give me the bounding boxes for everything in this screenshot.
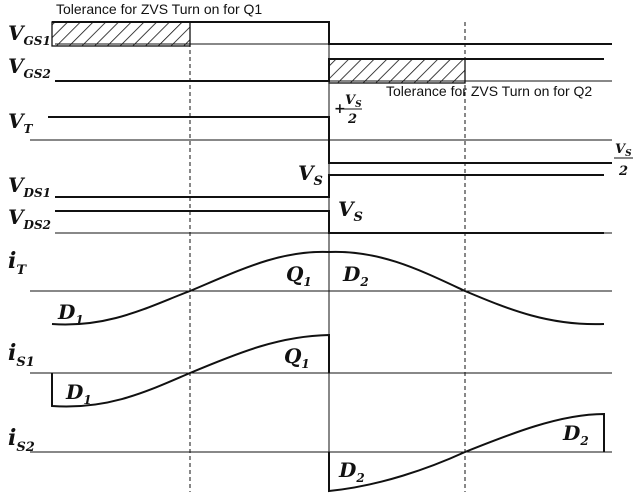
is2-d2-right-label: D2 <box>562 421 589 448</box>
vgs2-row: VGS2 <box>8 54 612 84</box>
vds2-vs-label: VS <box>338 197 363 225</box>
it-d1-label: D1 <box>57 300 84 327</box>
it-label: iT <box>8 248 27 278</box>
it-q1-label: Q1 <box>286 262 312 289</box>
vt-row: VT + VS 2 VS 2 <box>8 93 633 179</box>
vgs2-waveform <box>55 58 604 82</box>
q2-tolerance-note: Tolerance for ZVS Turn on for Q2 <box>386 83 592 99</box>
is1-q1-label: Q1 <box>284 344 310 371</box>
vds1-label: VDS1 <box>8 173 51 200</box>
vgs1-waveform <box>52 21 612 45</box>
is1-row: iS1 D1 Q1 <box>8 333 612 408</box>
vgs1-tolerance-hatch <box>51 21 191 47</box>
vt-label: VT <box>8 109 34 136</box>
is1-label: iS1 <box>8 340 35 370</box>
it-waveform <box>51 250 605 326</box>
vgs2-tolerance-hatch <box>328 58 466 84</box>
vds2-waveform <box>55 210 604 234</box>
vgs2-label: VGS2 <box>8 54 51 81</box>
is2-waveform <box>328 412 605 493</box>
vt-minus-vs-half: VS 2 <box>614 142 633 179</box>
is2-row: iS2 D2 D2 <box>8 412 612 493</box>
vds2-label: VDS2 <box>8 205 51 232</box>
vds2-row: VDS2 VS <box>8 197 612 234</box>
svg-text:2: 2 <box>618 164 628 179</box>
it-row: iT D1 Q1 D2 <box>8 248 612 327</box>
svg-text:2: 2 <box>347 112 357 127</box>
vds1-waveform <box>55 174 604 198</box>
is2-d2-left-label: D2 <box>338 458 365 485</box>
q1-tolerance-note: Tolerance for ZVS Turn on for Q1 <box>56 1 262 17</box>
vt-plus-vs-half: + VS 2 <box>334 93 362 127</box>
it-d2-label: D2 <box>342 262 369 289</box>
svg-text:+: + <box>334 101 346 117</box>
vt-waveform <box>48 116 612 164</box>
svg-text:VS: VS <box>345 93 362 110</box>
vgs1-row: VGS1 <box>8 21 612 48</box>
vds1-vs-label: VS <box>298 161 323 189</box>
is1-d1-label: D1 <box>65 380 92 407</box>
svg-text:VS: VS <box>615 142 632 159</box>
is1-waveform <box>51 333 330 408</box>
is2-label: iS2 <box>8 425 35 455</box>
vgs1-label: VGS1 <box>8 21 51 48</box>
vds1-row: VDS1 VS <box>8 161 604 200</box>
